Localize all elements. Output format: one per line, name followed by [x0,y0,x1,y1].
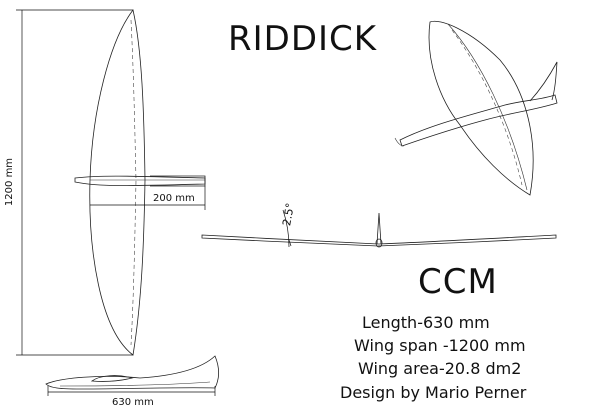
perspective-view [394,20,558,196]
dihedral-label: 2.5° [280,202,297,227]
subtitle: CCM [418,262,498,302]
specs-block: Length-630 mm Wing span -1200 mm Wing ar… [340,313,527,402]
fuselage-boom [74,175,206,187]
tail-plane [150,175,206,187]
front-fin [376,212,382,245]
perspective-fuselage [399,94,558,147]
wing-planform [89,9,146,356]
length-label: 630 mm [112,397,154,408]
spec-length: Length-630 mm [362,313,490,332]
side-view: 630 mm [45,355,220,408]
perspective-fin [529,61,558,102]
spec-wingspan: Wing span -1200 mm [354,336,526,355]
front-view: 2.5° [201,202,557,248]
dihedral-arc [282,209,290,248]
side-fuselage [45,355,220,390]
wing-spar-line [130,19,137,346]
tail-span-label: 200 mm [153,193,195,204]
spec-wingarea: Wing area-20.8 dm2 [358,359,521,378]
side-canopy [90,375,134,382]
page-title: RIDDICK [228,19,378,59]
perspective-wing [428,20,534,196]
spec-designer: Design by Mario Perner [340,383,527,402]
span-label: 1200 mm [4,158,15,206]
front-wing [201,234,557,247]
top-view: 1200 mm 200 mm [4,9,206,356]
front-fuselage [375,238,383,248]
